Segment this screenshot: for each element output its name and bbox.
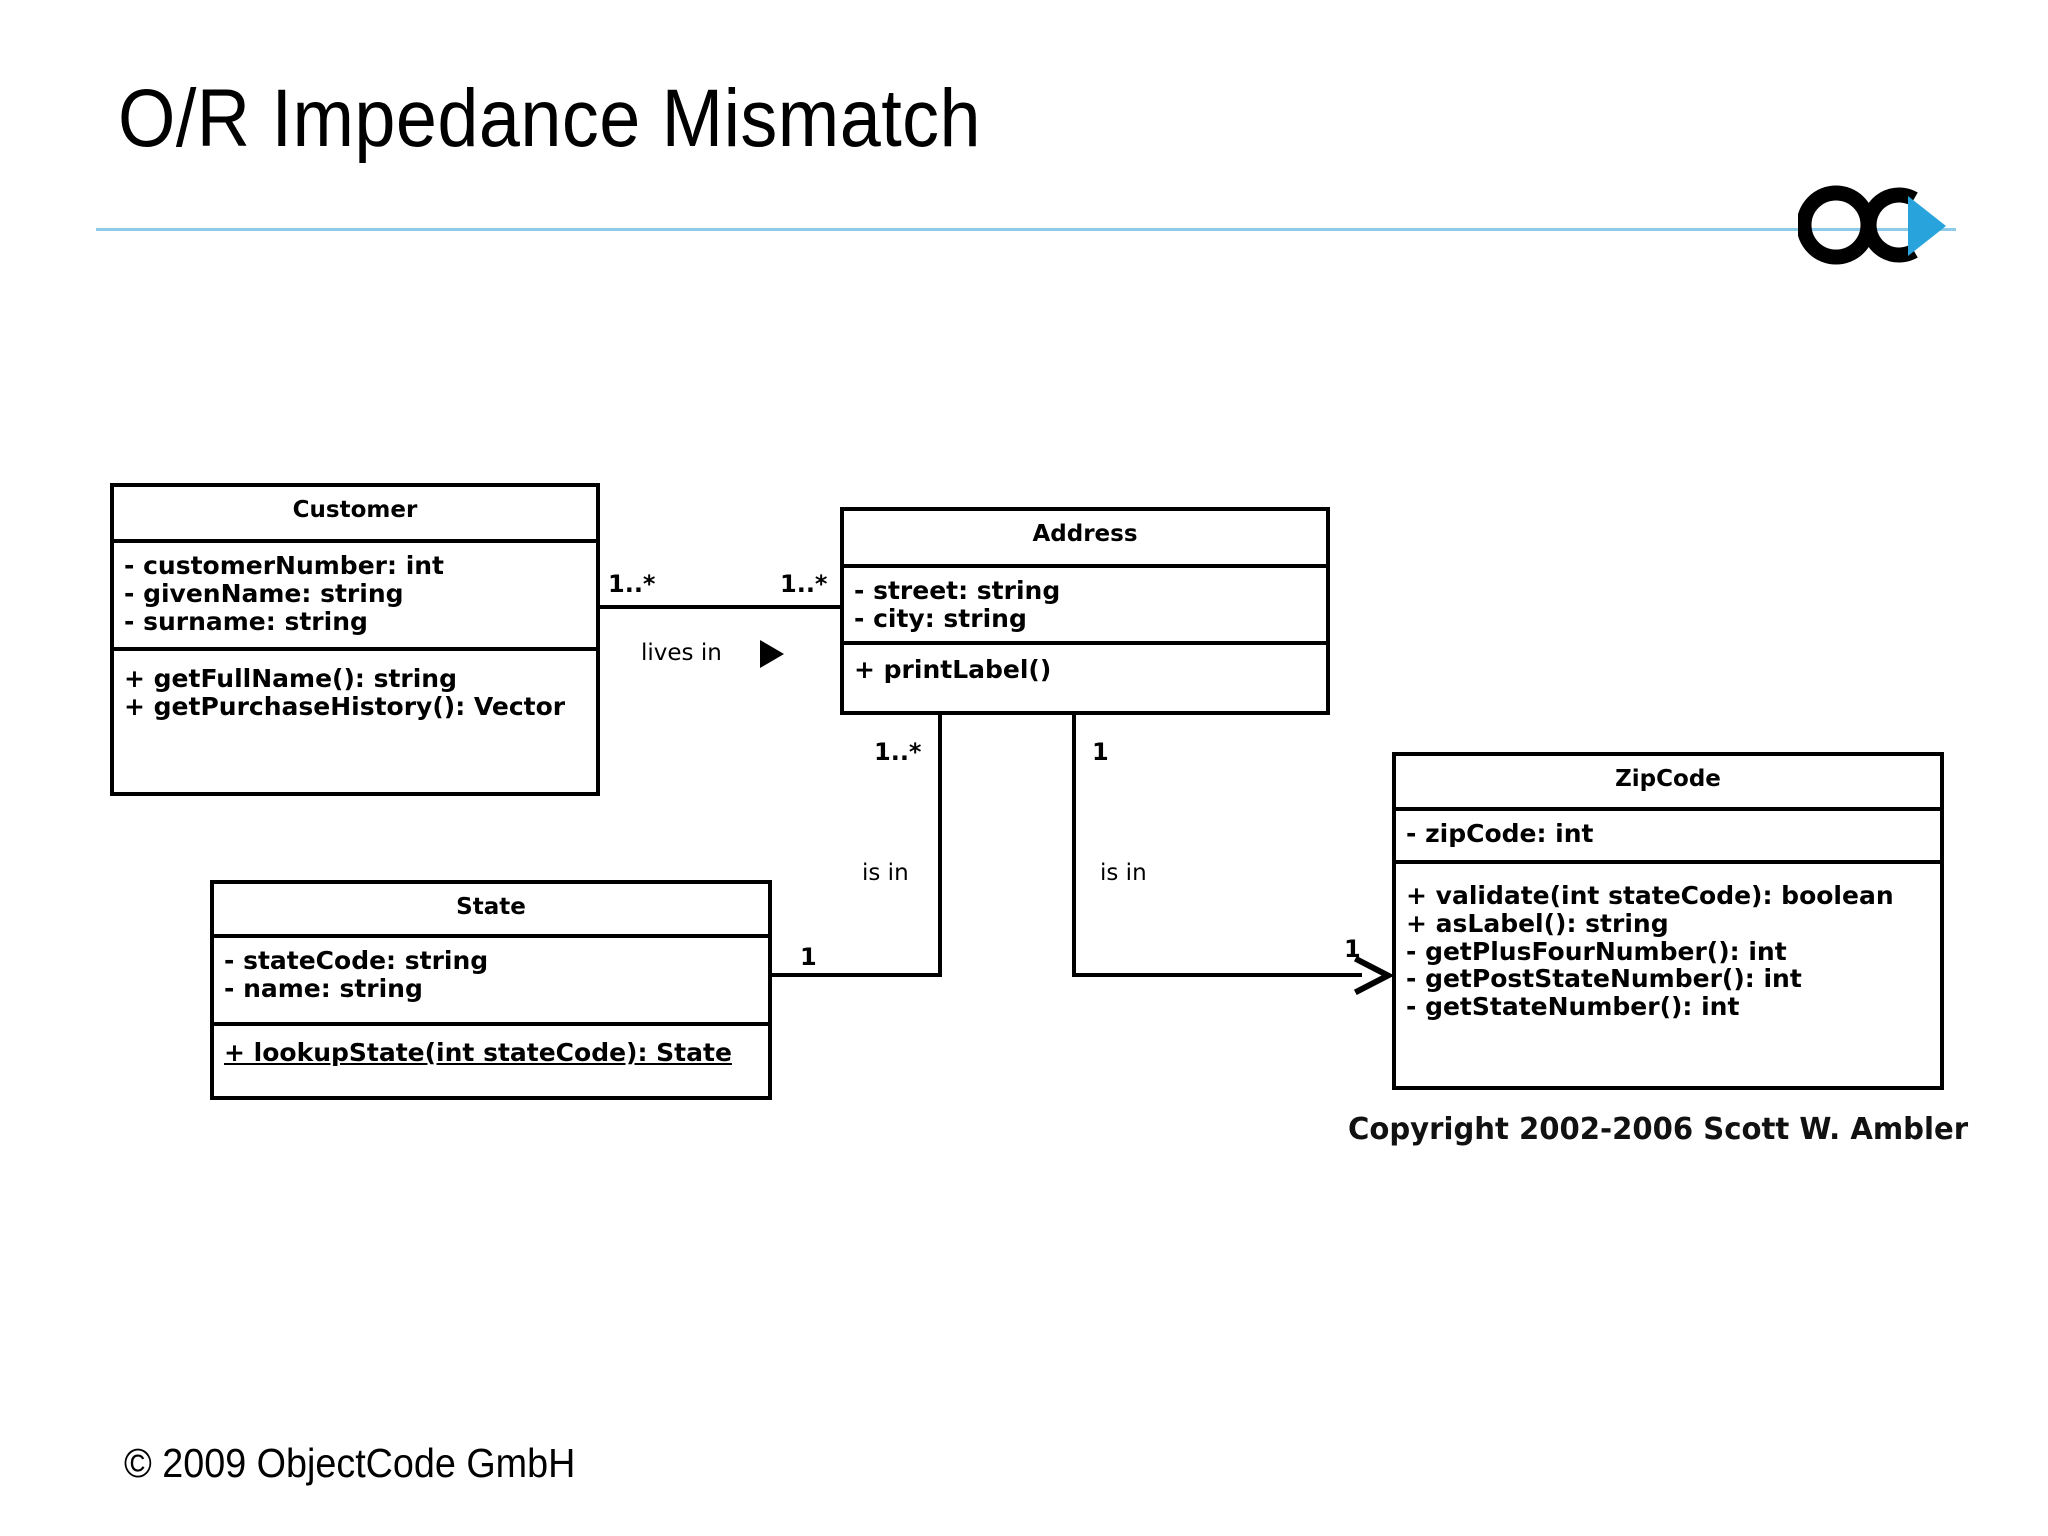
logo-oc-mark <box>1796 185 1918 265</box>
operation-row: + lookupState(int stateCode): State <box>224 1038 732 1067</box>
connector-address-zipcode-horizontal <box>1072 973 1362 977</box>
attribute-row: - city: string <box>854 603 1027 633</box>
diagram-copyright: Copyright 2002-2006 Scott W. Ambler <box>1348 1112 1969 1147</box>
class-name-customer: Customer <box>114 487 596 543</box>
slide-footer: © 2009 ObjectCode GmbH <box>124 1440 576 1486</box>
class-name-zipcode: ZipCode <box>1396 756 1940 811</box>
multiplicity-address-end: 1..* <box>780 570 828 598</box>
operation-row: + validate(int stateCode): boolean <box>1406 881 1894 910</box>
objectcode-logo <box>1796 183 1988 267</box>
attribute-row: - name: string <box>224 973 423 1003</box>
multiplicity-address-zipcode-target: 1 <box>1344 935 1361 963</box>
attributes-compartment-customer: - customerNumber: int - givenName: strin… <box>114 543 596 651</box>
attribute-row: - stateCode: string <box>224 946 489 975</box>
connector-address-state-vertical <box>938 715 942 977</box>
class-name-state: State <box>214 884 768 938</box>
attribute-row: - customerNumber: int <box>124 551 445 580</box>
class-name-address: Address <box>844 511 1326 568</box>
multiplicity-address-zipcode-source: 1 <box>1092 738 1109 766</box>
operation-row: - getPostStateNumber(): int <box>1406 964 1802 994</box>
attribute-row: - zipCode: int <box>1406 819 1594 848</box>
operation-row: + getFullName(): string <box>124 664 457 693</box>
multiplicity-address-state-target: 1 <box>800 943 817 971</box>
logo-accent-triangle <box>1908 196 1946 256</box>
page-title: O/R Impedance Mismatch <box>118 73 982 164</box>
multiplicity-customer-end: 1..* <box>608 570 656 598</box>
uml-class-address[interactable]: Address - street: string - city: string … <box>840 507 1330 715</box>
operations-compartment-customer: + getFullName(): string + getPurchaseHis… <box>114 651 596 796</box>
uml-class-state[interactable]: State - stateCode: string - name: string… <box>210 880 772 1100</box>
operation-row: + getPurchaseHistory(): Vector <box>124 691 566 721</box>
connector-customer-address <box>600 605 842 609</box>
attributes-compartment-address: - street: string - city: string <box>844 568 1326 645</box>
attribute-row: - surname: string <box>124 606 368 636</box>
operation-row: + asLabel(): string <box>1406 908 1669 938</box>
connector-address-state-horizontal <box>772 973 942 977</box>
operation-row: - getPlusFourNumber(): int <box>1406 936 1787 966</box>
uml-class-customer[interactable]: Customer - customerNumber: int - givenNa… <box>110 483 600 796</box>
association-label-lives-in: lives in <box>641 640 722 666</box>
lives-in-direction-icon <box>760 640 784 668</box>
zipcode-arrowhead-icon <box>1350 955 1395 997</box>
attributes-compartment-zipcode: - zipCode: int <box>1396 811 1940 864</box>
operations-compartment-zipcode: + validate(int stateCode): boolean + asL… <box>1396 864 1940 1090</box>
attribute-row: - givenName: string <box>124 578 404 608</box>
operations-compartment-state: + lookupState(int stateCode): State <box>214 1026 768 1100</box>
operation-row: - getStateNumber(): int <box>1406 992 1740 1021</box>
connector-address-zipcode-vertical <box>1072 715 1076 977</box>
uml-class-zipcode[interactable]: ZipCode - zipCode: int + validate(int st… <box>1392 752 1944 1090</box>
multiplicity-address-state-source: 1..* <box>874 738 922 766</box>
association-label-address-state: is in <box>862 860 909 886</box>
attributes-compartment-state: - stateCode: string - name: string <box>214 938 768 1026</box>
title-divider <box>96 228 1956 231</box>
operations-compartment-address: + printLabel() <box>844 645 1326 715</box>
attribute-row: - street: string <box>854 576 1061 605</box>
association-label-address-zipcode: is in <box>1100 860 1147 886</box>
operation-row: + printLabel() <box>854 655 1052 684</box>
